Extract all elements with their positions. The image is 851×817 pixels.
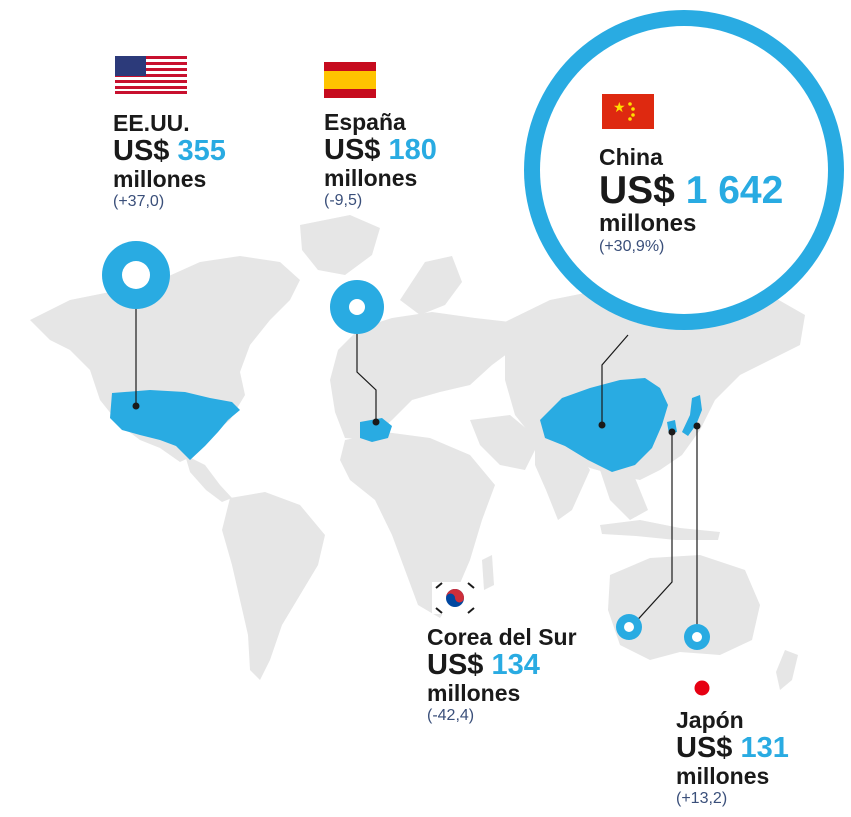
country-name: España xyxy=(324,109,406,135)
china-label-block: China US$ 1 642 millones (+30,9%) xyxy=(599,146,783,255)
korea-pin-marker xyxy=(616,614,642,640)
amount-value: US$ 134 xyxy=(427,649,540,681)
leader-lines xyxy=(135,300,698,636)
spain-highlight xyxy=(360,418,392,442)
amount-value: US$ 180 xyxy=(324,134,437,166)
china-flag: ★ xyxy=(602,94,654,129)
svg-text:★: ★ xyxy=(613,100,626,116)
amount-unit: millones xyxy=(676,763,770,789)
usa-label-block: EE.UU. US$ 355 millones (+37,0) xyxy=(113,112,226,210)
amount-unit: millones xyxy=(599,210,697,237)
korea-location-dot xyxy=(668,428,676,436)
japan-location-dot xyxy=(693,422,701,430)
china-location-dot xyxy=(598,421,606,429)
country-name: China xyxy=(599,144,663,170)
change-value: (+30,9%) xyxy=(599,238,665,255)
spain-label-block: España US$ 180 millones (-9,5) xyxy=(324,111,437,209)
spain-flag xyxy=(324,62,376,98)
usa-highlight xyxy=(110,390,240,460)
amount-unit: millones xyxy=(113,166,207,192)
south-korea-flag xyxy=(432,582,478,614)
japan-label-block: Japón US$ 131 millones (+13,2) xyxy=(676,709,789,807)
change-value: (-42,4) xyxy=(427,707,475,724)
amount-value: US$ 355 xyxy=(113,135,226,167)
usa-pin-marker xyxy=(102,241,170,309)
korea-label-block: Corea del Sur US$ 134 millones (-42,4) xyxy=(427,626,577,724)
change-value: (+37,0) xyxy=(113,193,165,210)
amount-value: US$ 1 642 xyxy=(599,169,784,212)
japan-highlight xyxy=(682,395,702,436)
spain-location-dot xyxy=(372,418,380,426)
country-name: Japón xyxy=(676,707,744,733)
spain-pin-marker xyxy=(330,280,384,334)
us-flag xyxy=(115,56,187,94)
change-value: (-9,5) xyxy=(324,192,363,209)
usa-location-dot xyxy=(132,402,140,410)
amount-unit: millones xyxy=(324,165,418,191)
amount-unit: millones xyxy=(427,680,521,706)
amount-value: US$ 131 xyxy=(676,732,789,764)
japan-flag xyxy=(682,674,722,702)
change-value: (+13,2) xyxy=(676,790,728,807)
japan-pin-marker xyxy=(684,624,710,650)
country-name: EE.UU. xyxy=(113,110,190,136)
country-name: Corea del Sur xyxy=(427,624,577,650)
